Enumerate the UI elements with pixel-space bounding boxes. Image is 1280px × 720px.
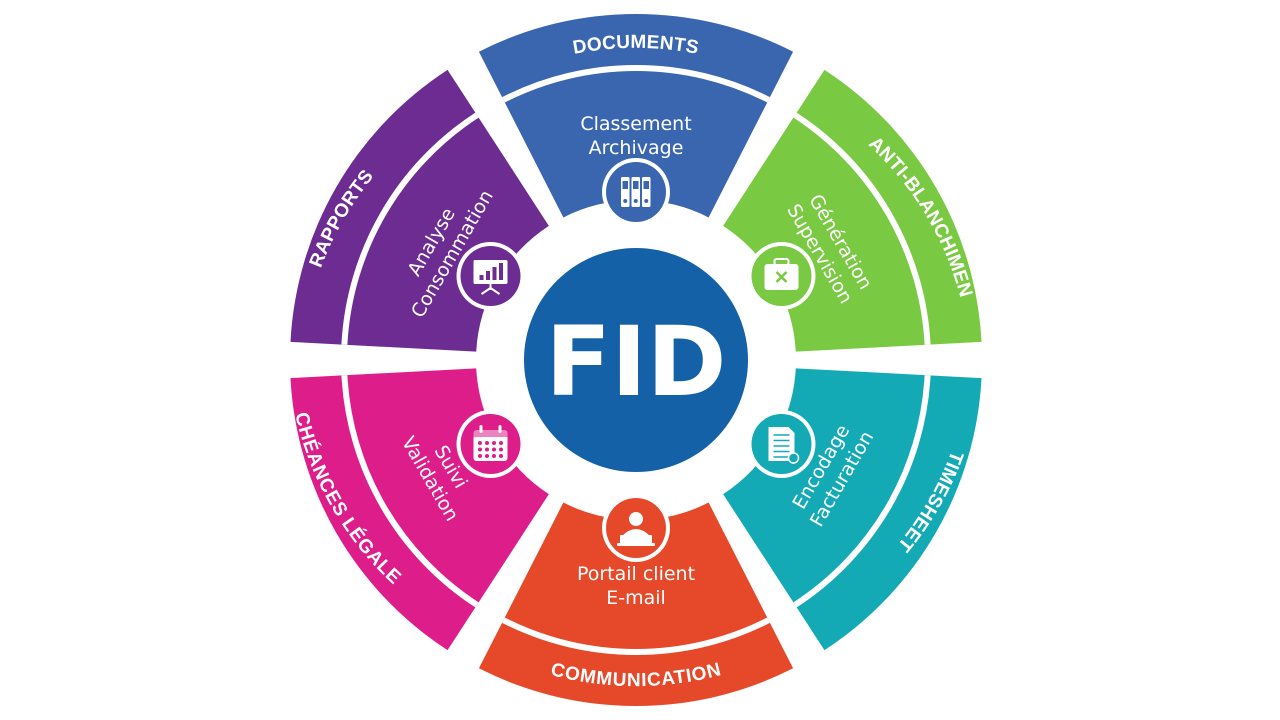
segment-line-documents-2: Archivage xyxy=(589,137,684,159)
briefcase-icon xyxy=(747,242,816,310)
segment-divider-communication xyxy=(502,617,770,656)
document-icon xyxy=(747,410,816,478)
presentation-icon xyxy=(456,242,525,310)
user-laptop-icon xyxy=(602,494,670,562)
segment-shape-communication xyxy=(478,502,794,707)
segment-line-communication-2: E-mail xyxy=(606,587,666,609)
center-circle xyxy=(524,248,748,472)
binders-icon xyxy=(602,158,670,226)
segment-divider-documents xyxy=(502,65,770,103)
segment-line-documents-1: Classement xyxy=(580,113,691,135)
segment-line-communication-1: Portail client xyxy=(577,563,695,585)
segment-shape-documents xyxy=(478,13,794,218)
center-hub: FID xyxy=(524,248,748,472)
center-label: FID xyxy=(546,306,727,418)
calendar-icon xyxy=(456,410,525,478)
